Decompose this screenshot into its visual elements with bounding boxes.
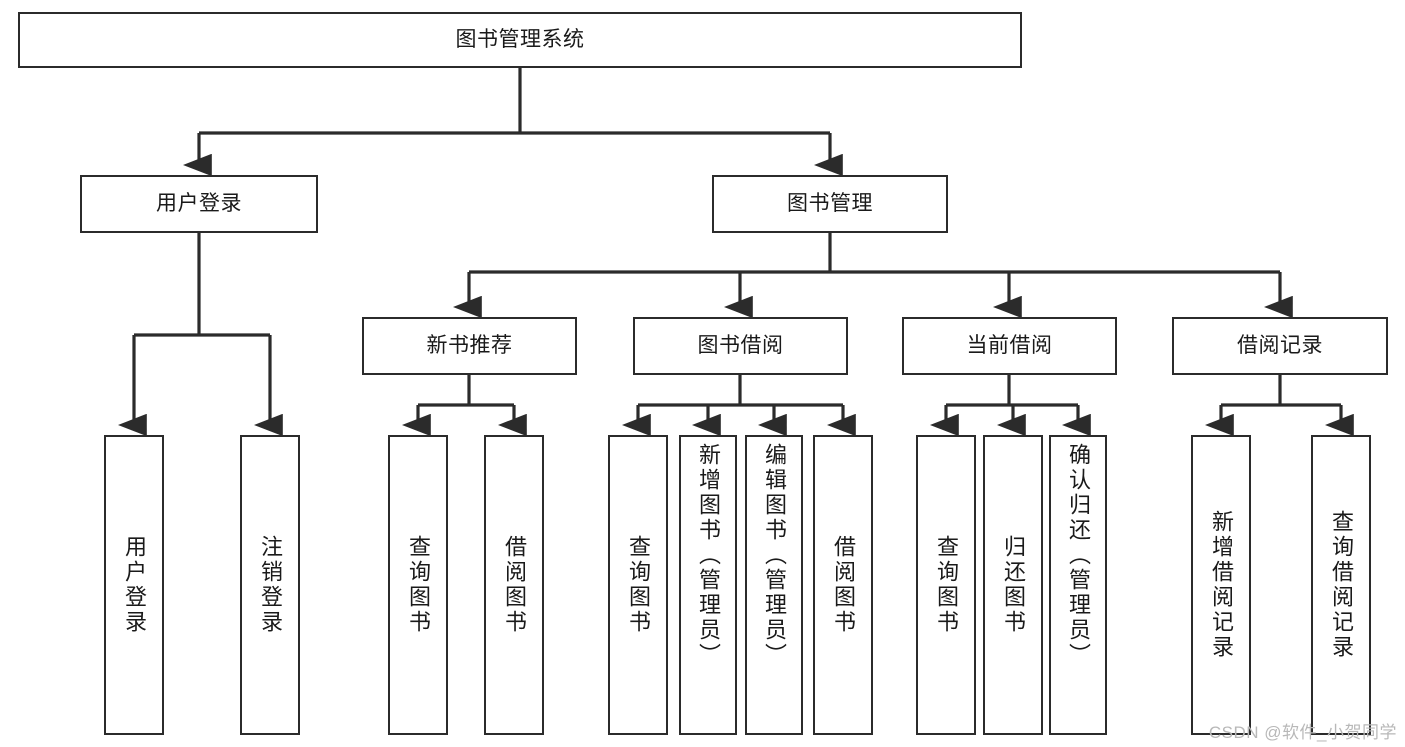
node-leaf-query-book-1-label: 查询图书	[406, 535, 431, 635]
node-book-borrow[interactable]: 图书借阅	[633, 317, 848, 375]
node-leaf-query-record[interactable]: 查询借阅记录	[1311, 435, 1371, 735]
node-book-manage[interactable]: 图书管理	[712, 175, 948, 233]
node-leaf-add-book-label: 新增图书（管理员）	[696, 443, 721, 668]
node-root-label: 图书管理系统	[455, 28, 585, 52]
edge-bookmanage-to-level3	[453, 233, 1293, 319]
node-leaf-user-login[interactable]: 用户登录	[104, 435, 164, 735]
node-leaf-confirm-return-label: 确认归还（管理员）	[1066, 443, 1091, 668]
node-leaf-add-record[interactable]: 新增借阅记录	[1191, 435, 1251, 735]
node-current-borrow[interactable]: 当前借阅	[902, 317, 1117, 375]
node-leaf-borrow-book-2-label: 借阅图书	[831, 535, 856, 635]
edge-currentborrow-to-leaves	[930, 375, 1091, 437]
node-book-manage-label: 图书管理	[787, 192, 873, 216]
node-leaf-query-book-2-label: 查询图书	[626, 535, 651, 635]
edge-bookborrow-to-leaves	[622, 375, 856, 437]
node-leaf-borrow-book-1[interactable]: 借阅图书	[484, 435, 544, 735]
node-borrow-record[interactable]: 借阅记录	[1172, 317, 1388, 375]
node-leaf-borrow-book-1-label: 借阅图书	[502, 535, 527, 635]
edge-borrowrecord-to-leaves	[1205, 375, 1354, 437]
node-root[interactable]: 图书管理系统	[18, 12, 1022, 68]
node-leaf-add-record-label: 新增借阅记录	[1209, 510, 1234, 660]
edge-root-to-level2	[183, 68, 843, 177]
csdn-watermark: CSDN @软件_小贺同学	[1208, 723, 1397, 742]
edge-newbook-to-leaves	[402, 375, 527, 437]
node-leaf-query-book-3-label: 查询图书	[934, 535, 959, 635]
node-leaf-logout-login-label: 注销登录	[258, 535, 283, 635]
node-leaf-query-book-1[interactable]: 查询图书	[388, 435, 448, 735]
node-leaf-user-login-label: 用户登录	[122, 535, 147, 635]
node-leaf-query-book-2[interactable]: 查询图书	[608, 435, 668, 735]
node-leaf-borrow-book-2[interactable]: 借阅图书	[813, 435, 873, 735]
node-leaf-query-book-3[interactable]: 查询图书	[916, 435, 976, 735]
node-leaf-add-book[interactable]: 新增图书（管理员）	[679, 435, 737, 735]
node-leaf-logout-login[interactable]: 注销登录	[240, 435, 300, 735]
node-user-login-label: 用户登录	[156, 192, 242, 216]
node-user-login[interactable]: 用户登录	[80, 175, 318, 233]
node-leaf-confirm-return[interactable]: 确认归还（管理员）	[1049, 435, 1107, 735]
node-leaf-edit-book[interactable]: 编辑图书（管理员）	[745, 435, 803, 735]
edge-userlogin-to-leaves	[118, 233, 283, 437]
node-new-book-recommend-label: 新书推荐	[426, 334, 513, 358]
node-new-book-recommend[interactable]: 新书推荐	[362, 317, 577, 375]
node-leaf-query-record-label: 查询借阅记录	[1329, 510, 1354, 660]
node-book-borrow-label: 图书借阅	[697, 334, 784, 358]
node-leaf-return-book[interactable]: 归还图书	[983, 435, 1043, 735]
node-borrow-record-label: 借阅记录	[1237, 334, 1323, 358]
node-leaf-edit-book-label: 编辑图书（管理员）	[762, 443, 787, 668]
node-leaf-return-book-label: 归还图书	[1001, 535, 1026, 635]
node-current-borrow-label: 当前借阅	[966, 334, 1053, 358]
